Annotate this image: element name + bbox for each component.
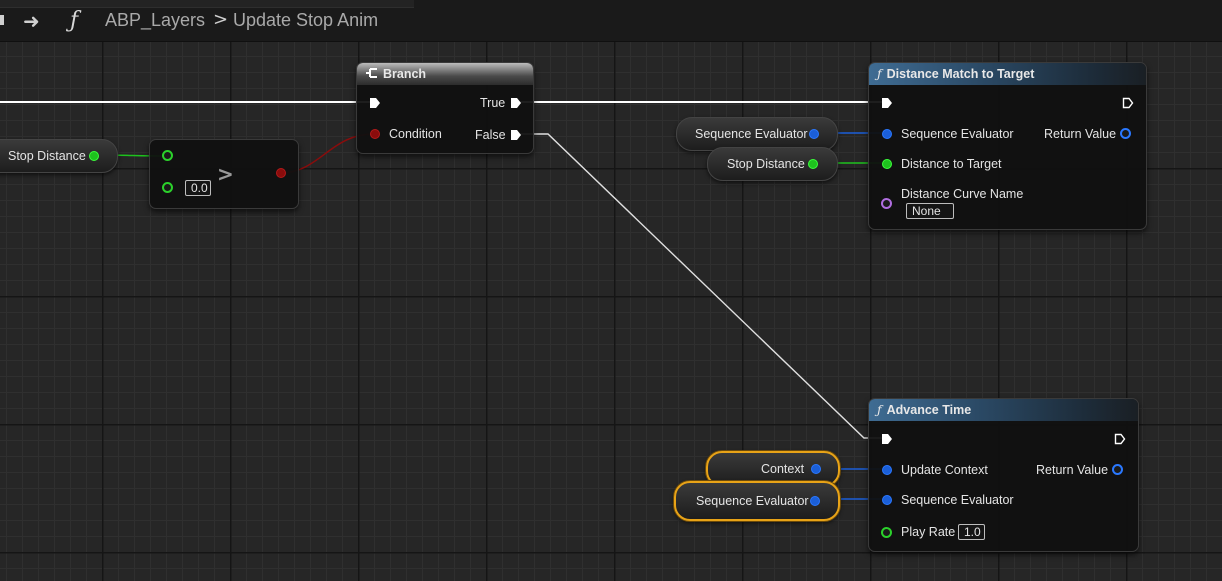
stop-distance-label: Stop Distance — [8, 149, 86, 163]
sequence-evaluator-getter-node[interactable]: Sequence Evaluator — [676, 117, 838, 151]
distance-match-curve-name-pin[interactable] — [881, 198, 892, 209]
greater-output-pin[interactable] — [276, 168, 286, 178]
sequence-evaluator-output-pin[interactable] — [809, 129, 819, 139]
branch-icon — [366, 68, 377, 78]
advance-time-update-context-pin[interactable] — [882, 465, 892, 475]
branch-exec-in-pin[interactable] — [369, 97, 381, 109]
stop-distance-output-pin-2[interactable] — [808, 159, 818, 169]
advance-time-exec-in-pin[interactable] — [881, 433, 893, 445]
stop-distance-getter-node-2[interactable]: Stop Distance — [707, 147, 838, 181]
distance-match-distance-to-target-pin[interactable] — [882, 159, 892, 169]
distance-match-sequence-evaluator-pin[interactable] — [882, 129, 892, 139]
stop-distance-getter-node[interactable]: Stop Distance — [0, 139, 118, 173]
sequence-evaluator-label-bottom: Sequence Evaluator — [696, 494, 809, 508]
tab-strip — [0, 0, 414, 8]
branch-false-label: False — [475, 128, 506, 142]
greater-than-node[interactable]: 0.0 > — [149, 139, 299, 209]
distance-match-header: ƒ Distance Match to Target — [869, 63, 1146, 85]
distance-match-return-value-pin[interactable] — [1120, 128, 1131, 139]
advance-time-sequence-evaluator-label: Sequence Evaluator — [901, 493, 1014, 507]
branch-true-exec-pin[interactable] — [510, 97, 522, 109]
distance-match-curve-name-label: Distance Curve Name — [901, 187, 1024, 201]
graph-breadcrumb-bar: ➜ ƒ ABP_Layers > Update Stop Anim — [0, 0, 1222, 42]
function-icon: ƒ — [877, 66, 882, 81]
advance-time-play-rate-field[interactable]: 1.0 — [958, 524, 985, 540]
advance-time-header: ƒ Advance Time — [869, 399, 1138, 421]
context-label: Context — [761, 462, 805, 476]
branch-condition-label: Condition — [389, 127, 442, 141]
branch-false-exec-pin[interactable] — [510, 129, 522, 141]
greater-operator-label: > — [217, 162, 234, 186]
function-icon: ƒ — [70, 8, 79, 33]
distance-match-title: Distance Match to Target — [886, 67, 1035, 81]
branch-node-header: Branch — [357, 63, 533, 85]
breadcrumb-function[interactable]: Update Stop Anim — [233, 10, 379, 30]
advance-time-update-context-label: Update Context — [901, 463, 988, 477]
branch-title: Branch — [383, 67, 427, 81]
context-output-pin[interactable] — [811, 464, 821, 474]
forward-arrow-icon[interactable]: ➜ — [23, 9, 40, 33]
advance-time-return-value-label: Return Value — [1036, 463, 1109, 477]
advance-time-node[interactable]: ƒ Advance Time Update Context Return Valu… — [868, 398, 1139, 552]
sequence-evaluator-label: Sequence Evaluator — [695, 127, 808, 141]
back-icon[interactable] — [0, 15, 4, 25]
distance-match-distance-to-target-label: Distance to Target — [901, 157, 1002, 171]
advance-time-return-value-pin[interactable] — [1112, 464, 1123, 475]
distance-match-curve-name-field[interactable]: None — [906, 203, 954, 219]
function-icon: ƒ — [877, 402, 882, 417]
advance-time-title: Advance Time — [886, 403, 972, 417]
stop-distance-output-pin[interactable] — [89, 151, 99, 161]
stop-distance-label-2: Stop Distance — [727, 157, 805, 171]
branch-condition-pin[interactable] — [370, 129, 380, 139]
advance-time-sequence-evaluator-pin[interactable] — [882, 495, 892, 505]
greater-a-input-pin[interactable] — [162, 150, 173, 161]
branch-true-label: True — [480, 96, 506, 110]
breadcrumb-separator-icon: > — [213, 9, 229, 30]
branch-node[interactable]: Branch True Condition False — [356, 62, 534, 154]
advance-time-play-rate-pin[interactable] — [881, 527, 892, 538]
greater-b-value-field[interactable]: 0.0 — [185, 180, 211, 196]
distance-match-to-target-node[interactable]: ƒ Distance Match to Target Sequence Evalu… — [868, 62, 1147, 230]
sequence-evaluator-output-pin-bottom[interactable] — [810, 496, 820, 506]
distance-match-return-value-label: Return Value — [1044, 127, 1117, 141]
advance-time-exec-out-pin[interactable] — [1114, 433, 1126, 445]
breadcrumb-graph[interactable]: ABP_Layers — [105, 10, 206, 30]
distance-match-exec-out-pin[interactable] — [1122, 97, 1134, 109]
advance-time-play-rate-label: Play Rate — [901, 525, 956, 539]
distance-match-sequence-evaluator-label: Sequence Evaluator — [901, 127, 1014, 141]
distance-match-exec-in-pin[interactable] — [881, 97, 893, 109]
greater-b-input-pin[interactable] — [162, 182, 173, 193]
sequence-evaluator-getter-node-bottom[interactable]: Sequence Evaluator — [674, 481, 840, 521]
